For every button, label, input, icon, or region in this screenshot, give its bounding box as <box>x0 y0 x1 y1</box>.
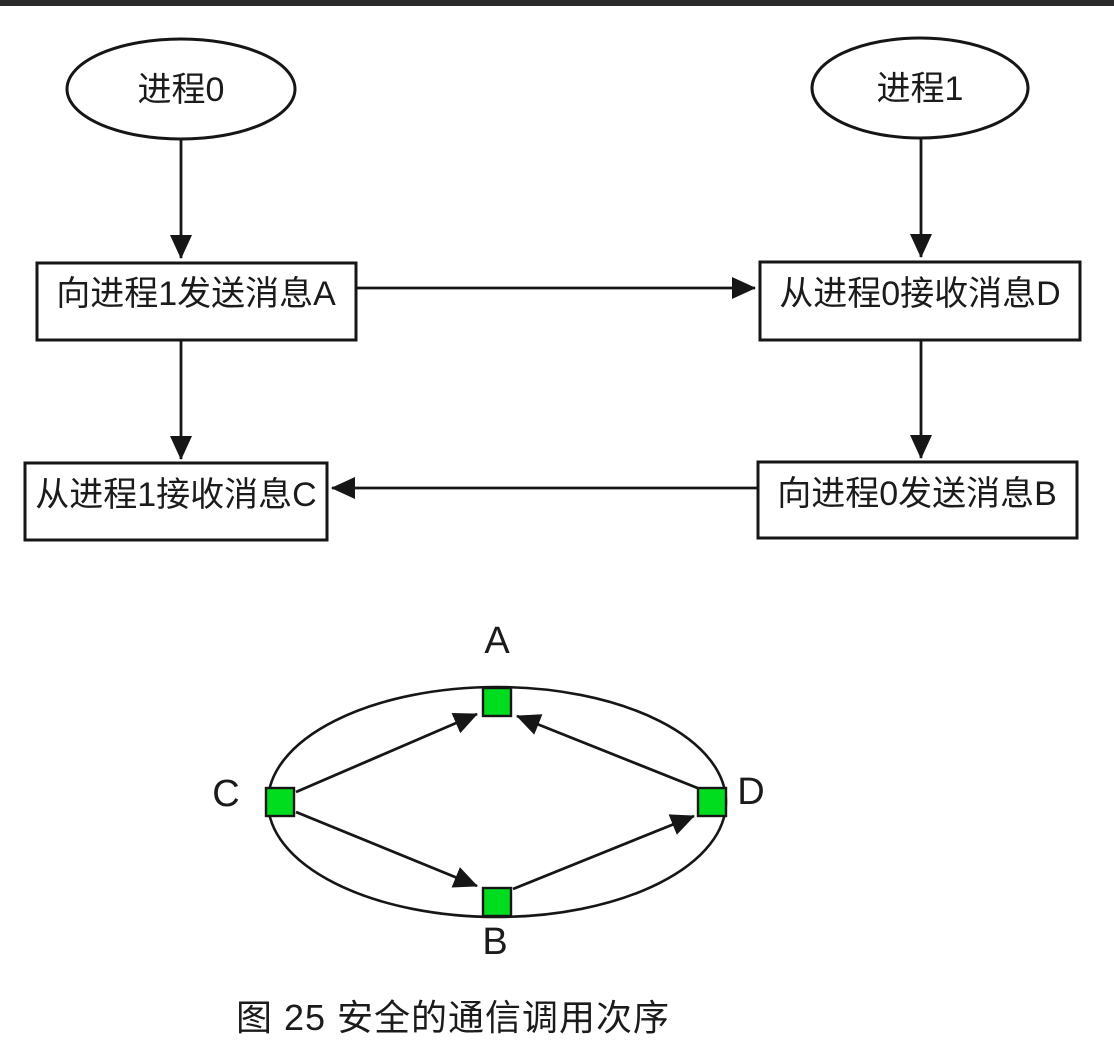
send-a-box <box>35 261 358 342</box>
arrow-c-to-a <box>295 712 478 794</box>
send-b-box <box>756 460 1079 540</box>
node-d-label: D <box>737 771 764 813</box>
node-b-label: B <box>482 921 507 963</box>
send-b-label: 向进程0发送消息B <box>777 475 1057 513</box>
node-a-square <box>481 686 513 718</box>
node-b-square <box>481 886 513 918</box>
node-d-square <box>696 786 728 818</box>
node-a-label: A <box>484 620 510 662</box>
node-c-square <box>264 786 296 818</box>
recv-c-box <box>23 461 329 542</box>
recv-d-label: 从进程0接收消息D <box>779 275 1060 313</box>
arrow-b-to-d <box>512 814 695 891</box>
process1-label: 进程1 <box>877 70 964 108</box>
arrow-c-to-b <box>295 810 478 888</box>
figure-caption: 图 25 安全的通信调用次序 <box>236 997 670 1038</box>
send-a-label: 向进程1发送消息A <box>56 275 336 313</box>
ring-ellipse <box>266 685 728 919</box>
process0-label: 进程0 <box>138 71 225 109</box>
recv-c-label: 从进程1接收消息C <box>35 476 316 514</box>
ring-section: A B C D <box>212 620 764 963</box>
top-border <box>0 0 1114 6</box>
node-c-label: C <box>212 773 239 815</box>
arrow-d-to-a <box>516 714 701 791</box>
flowchart-section: 进程0 进程1 向进程1发送消息A 从进程0接收消息D 从进程1接收消息C <box>23 36 1082 542</box>
